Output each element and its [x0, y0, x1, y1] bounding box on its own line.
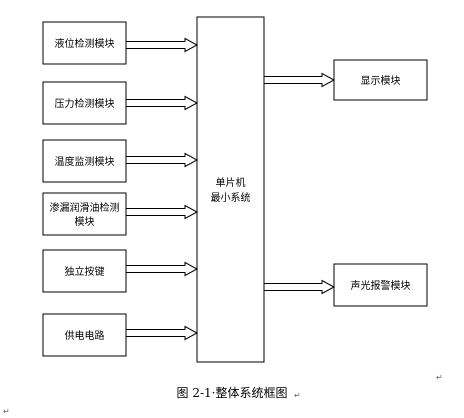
- output-arrows: [263, 72, 336, 295]
- arrow-keys-to-mcu: [125, 261, 199, 277]
- label-temperature-monitor: 温度监测模块: [55, 155, 115, 168]
- block-temperature-monitor: [42, 139, 127, 183]
- arrow-level-to-mcu: [125, 37, 199, 53]
- arrow-power-to-mcu: [125, 325, 199, 341]
- label-independent-keys: 独立按键: [65, 265, 105, 278]
- block-pressure-detect: [42, 81, 127, 125]
- label-power-supply: 供电电路: [65, 329, 105, 342]
- arrow-mcu-to-display: [263, 72, 336, 88]
- label-mcu-line1: 单片机: [216, 176, 246, 189]
- label-display: 显示模块: [361, 75, 401, 87]
- label-sound-light-alarm: 声光报警模块: [351, 279, 411, 292]
- right-paragraph-mark: ↵: [436, 373, 443, 382]
- block-sound-light-alarm: [333, 263, 428, 307]
- arrow-pressure-to-mcu: [125, 95, 199, 111]
- label-oil-leak-detect-line1: 渗漏润滑油检测: [50, 201, 120, 214]
- block-power-supply: [42, 313, 127, 357]
- input-arrows: [125, 37, 199, 341]
- block-mcu-minimum-system: [196, 16, 265, 363]
- arrow-mcu-to-alarm: [263, 279, 336, 295]
- arrow-temperature-to-mcu: [125, 152, 199, 168]
- bottom-paragraph-mark: ↵: [3, 407, 10, 416]
- label-pressure-detect: 压力检测模块: [55, 97, 115, 110]
- label-mcu-line2: 最小系统: [211, 191, 251, 204]
- block-oil-leak-detect: [42, 192, 127, 236]
- arrow-oil-leak-to-mcu: [125, 204, 199, 220]
- label-level-detect: 液位检测模块: [55, 37, 115, 50]
- figure-caption: 图 2-1·整体系统框图: [177, 385, 288, 400]
- label-oil-leak-detect-line2: 模块: [75, 216, 95, 228]
- caption-paragraph-mark: ↵: [294, 391, 301, 400]
- block-level-detect: [42, 21, 127, 65]
